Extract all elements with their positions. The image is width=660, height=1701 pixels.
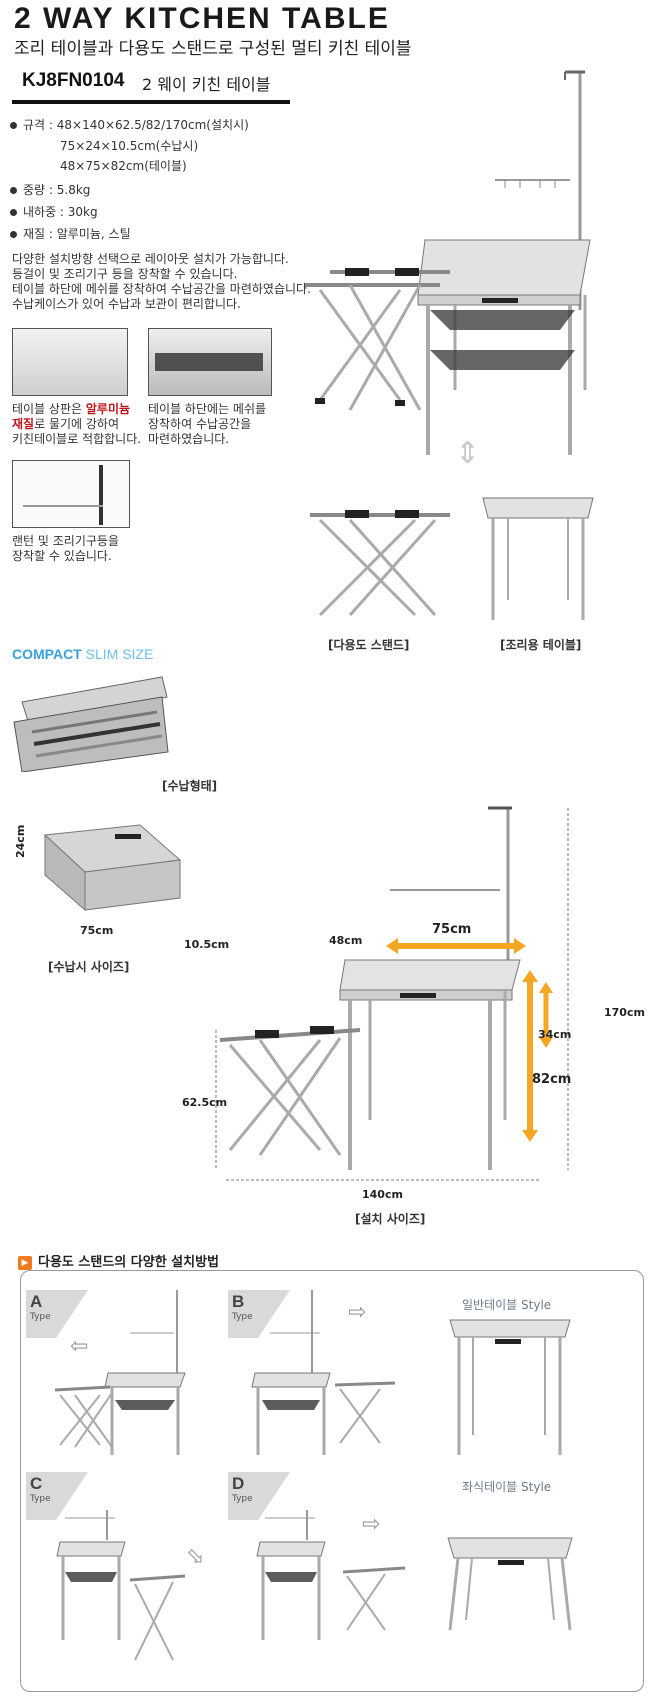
height-170-dim: 170cm <box>604 1006 645 1019</box>
table-image <box>482 497 594 620</box>
height-82-dim: 82cm <box>532 1072 572 1087</box>
general-table-image <box>449 1319 571 1455</box>
type-c-image <box>56 1510 186 1661</box>
page-subtitle: 조리 테이블과 다용도 스탠드로 구성된 멀티 키친 테이블 <box>14 39 412 59</box>
storage-form-label: [수납형태] <box>162 779 218 793</box>
floor-table-style-label: 좌식테이블 Style <box>462 1480 552 1494</box>
lantern-thumbnail <box>12 460 130 528</box>
model-bar <box>12 66 290 104</box>
type-d-tab <box>228 1472 290 1520</box>
bullet-icon <box>10 231 17 238</box>
mesh-thumbnail <box>148 328 272 396</box>
bullet-icon <box>10 122 17 129</box>
install-methods-heading: ▶다용도 스탠드의 다양한 설치방법 <box>18 1251 219 1270</box>
depth-48-dim: 48cm <box>329 934 363 947</box>
page-title: 2 WAY KITCHEN TABLE <box>14 2 390 35</box>
case-width-dim: 75cm <box>80 924 114 937</box>
arrow-right-icon: ⇨ <box>362 1512 381 1537</box>
product-main-image <box>305 70 591 455</box>
description-line: 다양한 설치방향 선택으로 레이아웃 설치가 가능합니다. <box>12 252 289 266</box>
install-size-label: [설치 사이즈] <box>355 1212 426 1226</box>
spec-material: 재질 : 알루미늄, 스틸 <box>10 225 131 242</box>
spec-weight: 중량 : 5.8kg <box>10 181 90 198</box>
type-c-letter: C <box>30 1474 43 1493</box>
spec-size-table: 48×75×82cm(테이블) <box>60 159 187 173</box>
stand-label: [다용도 스탠드] <box>328 638 410 652</box>
case-depth-dim: 10.5cm <box>184 938 230 951</box>
stand-image <box>310 510 450 617</box>
type-d-image <box>256 1510 406 1640</box>
arrow-down-right-icon: ⬂ <box>186 1544 205 1569</box>
compact-heading: COMPACT SLIM SIZE <box>12 646 154 662</box>
type-a-word: Type <box>30 1312 51 1322</box>
bullet-icon <box>10 209 17 216</box>
type-b-image <box>251 1290 396 1455</box>
storage-size-label: [수납시 사이즈] <box>48 960 130 974</box>
description: 다양한 설치방향 선택으로 레이아웃 설치가 가능합니다. 등걸이 및 조리기구… <box>12 252 311 312</box>
storage-case-closed-image <box>43 824 182 912</box>
model-code: KJ8FN0104 <box>22 70 125 91</box>
type-c-tab <box>26 1472 88 1520</box>
type-a-letter: A <box>30 1292 43 1311</box>
height-34-dim: 34cm <box>538 1028 572 1041</box>
table-label: [조리용 테이블] <box>500 638 582 652</box>
arrow-right-icon: ⇨ <box>348 1300 367 1325</box>
case-height-dim: 24cm <box>14 824 27 858</box>
storage-case-open-image <box>13 676 169 772</box>
floor-table-image <box>447 1537 573 1631</box>
model-name: 2 웨이 키친 테이블 <box>142 75 271 94</box>
type-b-letter: B <box>232 1292 245 1311</box>
install-size-image <box>215 806 569 1181</box>
spec-size-storage: 75×24×10.5cm(수납시) <box>60 139 199 153</box>
description-line: 테이블 하단에 메쉬를 장착하여 수납공간을 마련하였습니다. <box>12 282 311 296</box>
play-icon: ▶ <box>18 1255 32 1270</box>
table-top-caption: 테이블 상판은 알루미늄 재질로 물기에 강하여 키친테이블로 적합합니다. <box>12 402 142 446</box>
length-140-dim: 140cm <box>362 1188 403 1201</box>
type-a-image <box>54 1290 186 1455</box>
split-arrow-icon: ⇕ <box>455 436 481 471</box>
description-line: 수납케이스가 있어 수납과 보관이 편리합니다. <box>12 297 241 311</box>
table-top-thumbnail <box>12 328 128 396</box>
lantern-caption: 랜턴 및 조리기구등을 장착할 수 있습니다. <box>12 534 119 563</box>
height-62-dim: 62.5cm <box>182 1096 228 1109</box>
type-b-word: Type <box>232 1312 253 1322</box>
type-b-tab <box>228 1290 290 1338</box>
spec-load: 내하중 : 30kg <box>10 203 98 220</box>
type-a-tab <box>26 1290 88 1338</box>
type-c-word: Type <box>30 1494 51 1504</box>
bullet-icon <box>10 187 17 194</box>
description-line: 등걸이 및 조리기구 등을 장착할 수 있습니다. <box>12 267 238 281</box>
width-75-dim: 75cm <box>432 922 472 937</box>
install-methods-frame <box>20 1270 644 1692</box>
mesh-caption: 테이블 하단에는 메쉬를 장착하여 수납공간을 마련하였습니다. <box>148 402 267 446</box>
general-table-style-label: 일반테이블 Style <box>462 1298 552 1312</box>
spec-size: 규격 : 48×140×62.5/82/170cm(설치시) <box>10 116 249 133</box>
arrow-left-icon: ⇦ <box>70 1334 89 1359</box>
type-d-word: Type <box>232 1494 253 1504</box>
type-d-letter: D <box>232 1474 245 1493</box>
